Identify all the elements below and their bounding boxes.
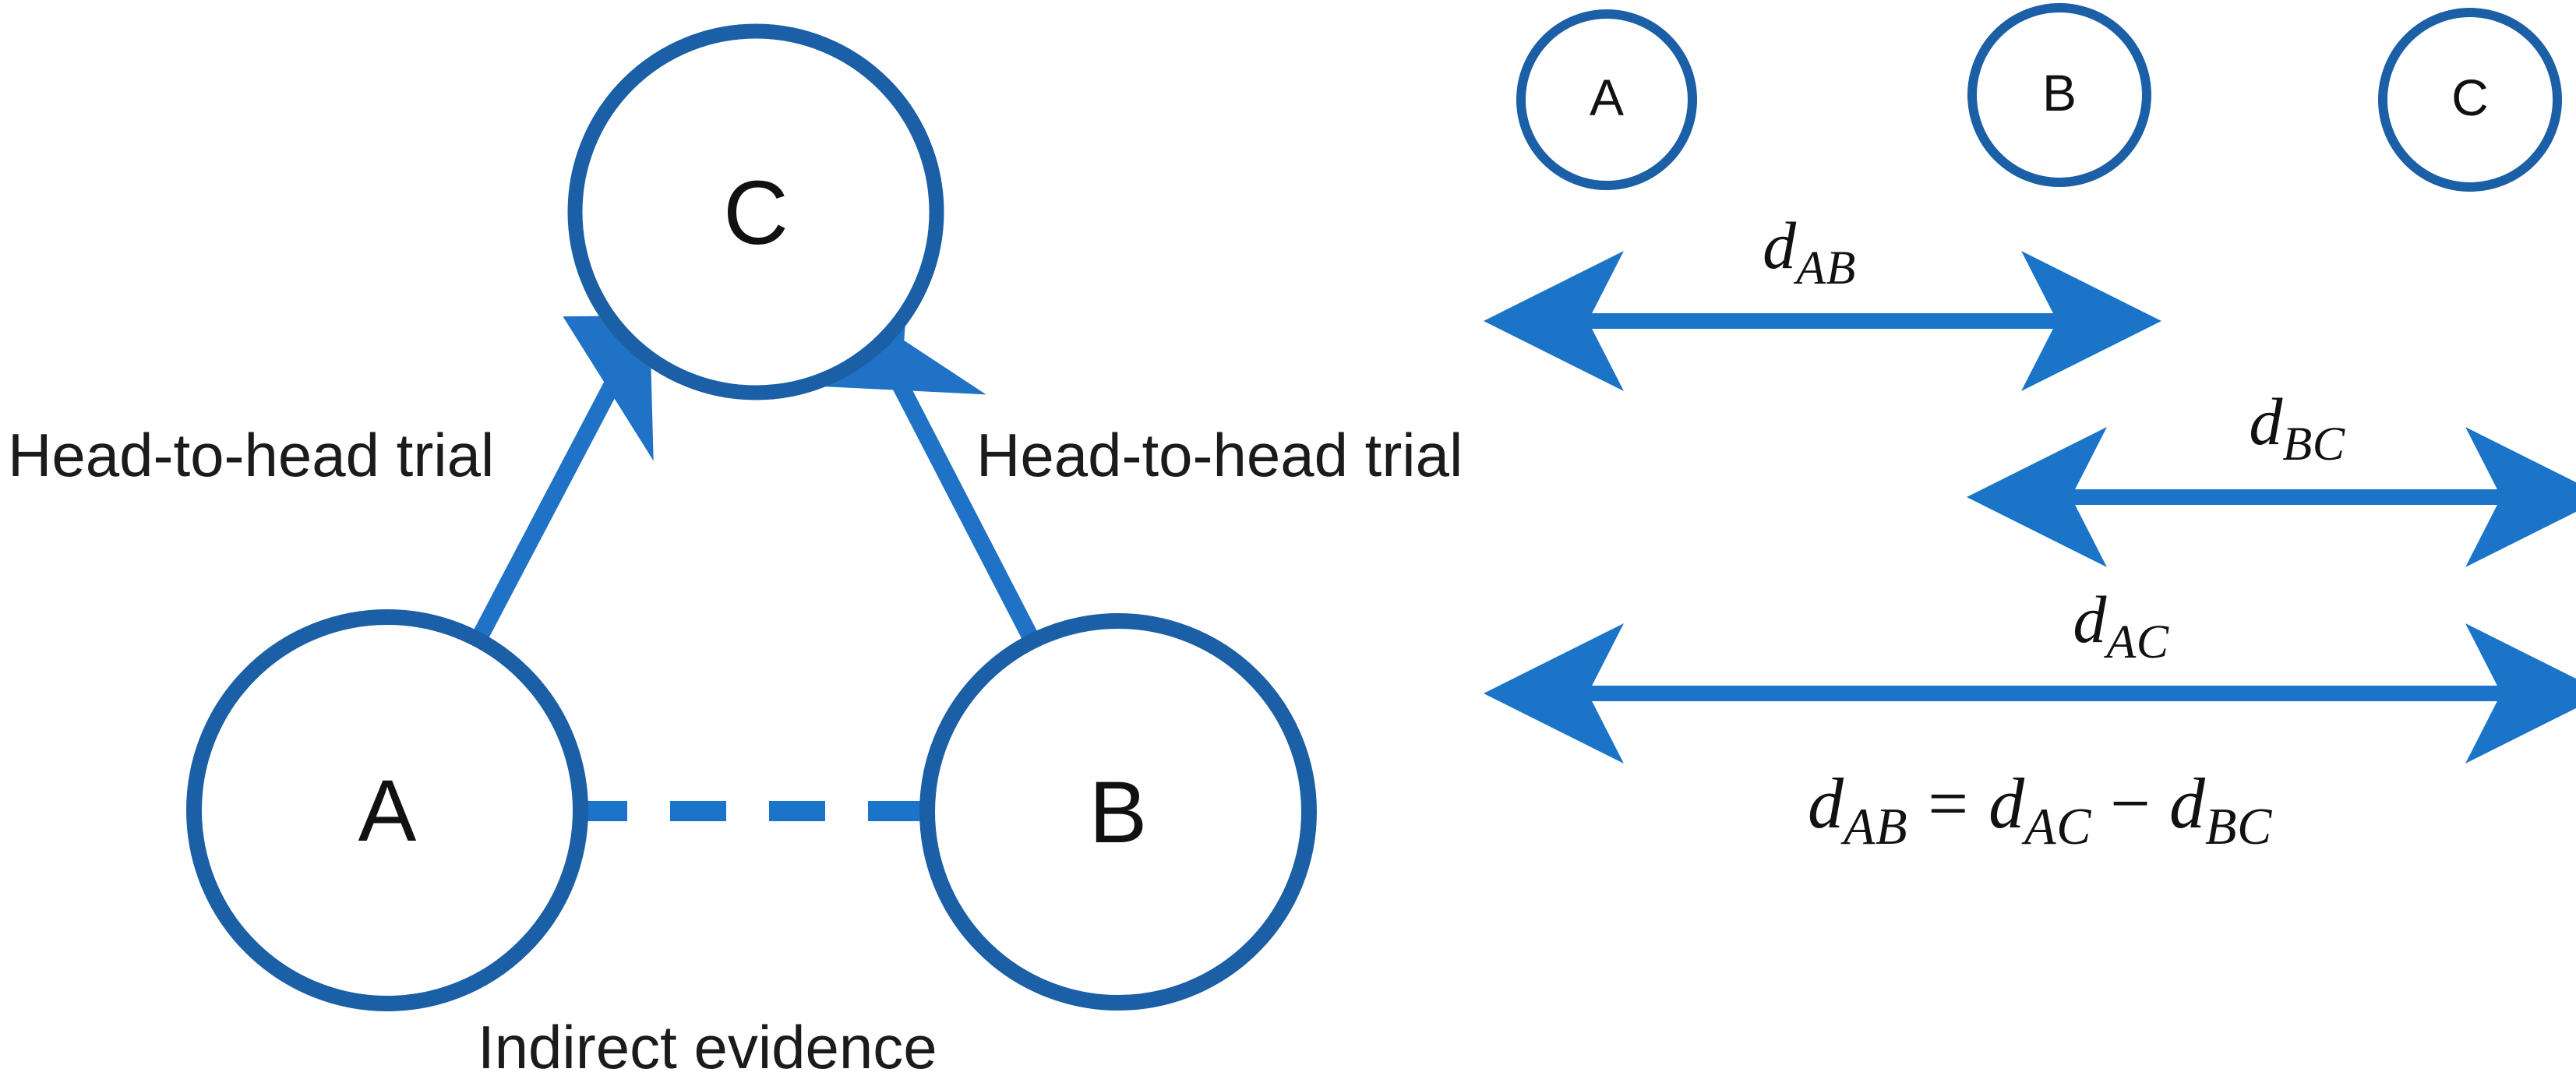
equation-operator-minus: − xyxy=(2110,764,2151,843)
scale-node-label-b: B xyxy=(2041,64,2077,122)
measure-label-dbc-base: d xyxy=(2249,384,2283,459)
scale-node-circle-b[interactable] xyxy=(1967,3,2151,187)
edge-label-head-to-head-left: Head-to-head trial xyxy=(8,421,495,489)
edge-b-to-c xyxy=(815,248,1044,653)
equation-term-dab-base: d xyxy=(1808,764,1844,843)
equation-operator-equals: = xyxy=(1928,764,1969,843)
equation-term-dac-base: d xyxy=(1988,764,2025,843)
edge-a-to-c xyxy=(466,315,730,653)
measure-label-dac-base: d xyxy=(2073,582,2107,657)
scale-node-circle-c[interactable] xyxy=(2378,8,2562,192)
distance-equation: dAB=dAC−dBC xyxy=(1767,767,2313,853)
node-circle-c[interactable] xyxy=(567,23,944,400)
equation-term-dbc-sub: BC xyxy=(2205,799,2272,856)
node-circle-b[interactable] xyxy=(919,613,1317,1011)
equation-term-dac-sub: AC xyxy=(2024,799,2092,856)
scale-node-circle-a[interactable] xyxy=(1516,9,1697,190)
node-circle-a[interactable] xyxy=(186,609,588,1011)
node-label-c: C xyxy=(723,162,789,263)
measure-label-dab-base: d xyxy=(1763,208,1797,283)
measure-label-dab: dAB xyxy=(1731,212,1887,293)
measure-label-dac: dAC xyxy=(2043,586,2199,667)
scale-node-label-a: A xyxy=(1589,69,1625,126)
measure-label-dab-sub: AB xyxy=(1796,241,1856,295)
node-label-b: B xyxy=(1089,764,1148,861)
node-label-a: A xyxy=(358,762,417,859)
measure-label-dac-sub: AC xyxy=(2106,615,2169,668)
equation-term-dab-sub: AB xyxy=(1844,799,1908,856)
scale-node-label-c: C xyxy=(2451,69,2489,126)
edge-label-indirect-evidence: Indirect evidence xyxy=(478,1013,937,1081)
measure-label-dbc: dBC xyxy=(2219,388,2375,469)
edge-label-head-to-head-right: Head-to-head trial xyxy=(976,421,1463,489)
measure-label-dbc-sub: BC xyxy=(2282,417,2345,471)
equation-term-dbc-base: d xyxy=(2169,764,2206,843)
